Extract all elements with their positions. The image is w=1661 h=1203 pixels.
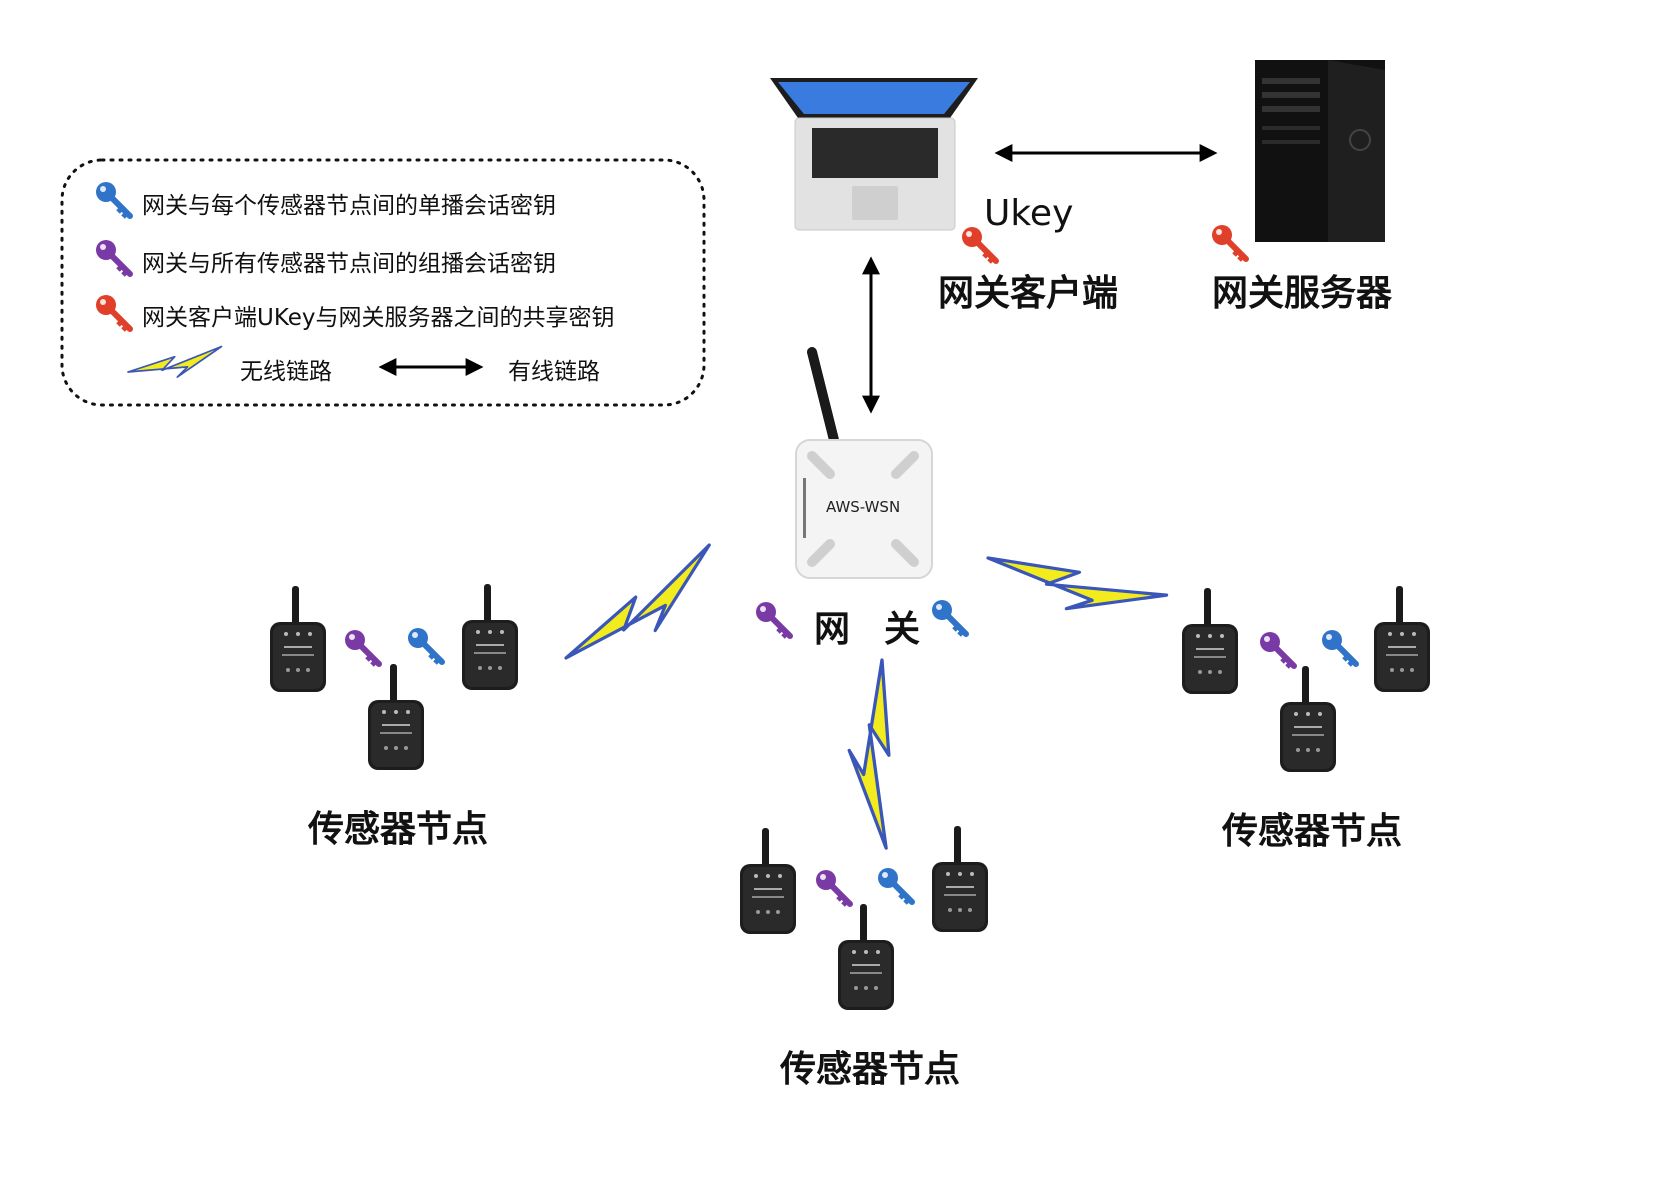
wireless-link-right — [982, 513, 1169, 649]
legend-wireless-label: 无线链路 — [240, 359, 332, 385]
router-icon — [795, 347, 933, 579]
legend-box — [60, 158, 706, 407]
gateway-multicast-key-icon — [756, 602, 790, 637]
server-shared-key-icon — [1212, 225, 1246, 260]
server-tower-icon — [1255, 60, 1385, 242]
gateway-label-right: 关 — [884, 609, 921, 650]
multicast-key-icon — [816, 870, 850, 905]
sensor-node-icon — [1182, 588, 1238, 694]
sensor-node-icon — [740, 828, 796, 934]
sensor-node-icon — [1280, 666, 1336, 772]
sensor-group-right — [1182, 586, 1430, 772]
wireless-link-bottom — [826, 655, 932, 850]
sensor-group-left — [270, 584, 518, 770]
sensor-node-icon — [932, 826, 988, 932]
multicast-key-icon — [96, 240, 130, 275]
unicast-key-icon — [878, 868, 912, 903]
legend-wired-label: 有线链路 — [508, 359, 600, 385]
sensor-node-icon — [270, 586, 326, 692]
wireless-link-icon — [127, 345, 223, 378]
client-label: 网关客户端 — [938, 273, 1119, 314]
shared-key-icon — [96, 295, 130, 330]
sensor-label-right: 传感器节点 — [1222, 811, 1403, 852]
ukey-label: Ukey — [984, 193, 1074, 234]
sensor-node-icon — [838, 904, 894, 1010]
sensor-group-bottom — [740, 826, 988, 1010]
sensor-node-icon — [462, 584, 518, 690]
gateway-device-text: AWS-WSN — [826, 498, 901, 516]
unicast-key-icon — [1322, 630, 1356, 665]
legend-multicast-label: 网关与所有传感器节点间的组播会话密钥 — [142, 251, 556, 277]
sensor-node-icon — [368, 664, 424, 770]
multicast-key-icon — [345, 630, 379, 665]
laptop-icon — [770, 78, 978, 231]
legend-shared-label: 网关客户端UKey与网关服务器之间的共享密钥 — [142, 305, 615, 331]
sensor-node-icon — [1374, 586, 1430, 692]
gateway-label-left: 网 — [814, 609, 851, 650]
unicast-key-icon — [408, 628, 442, 663]
multicast-key-icon — [1260, 632, 1294, 667]
sensor-label-bottom: 传感器节点 — [780, 1049, 961, 1090]
unicast-key-icon — [96, 182, 130, 217]
gateway-unicast-key-icon — [932, 600, 966, 635]
wireless-link-left — [545, 543, 734, 669]
server-label: 网关服务器 — [1212, 273, 1393, 314]
legend-unicast-label: 网关与每个传感器节点间的单播会话密钥 — [142, 193, 556, 219]
sensor-label-left: 传感器节点 — [308, 809, 489, 850]
